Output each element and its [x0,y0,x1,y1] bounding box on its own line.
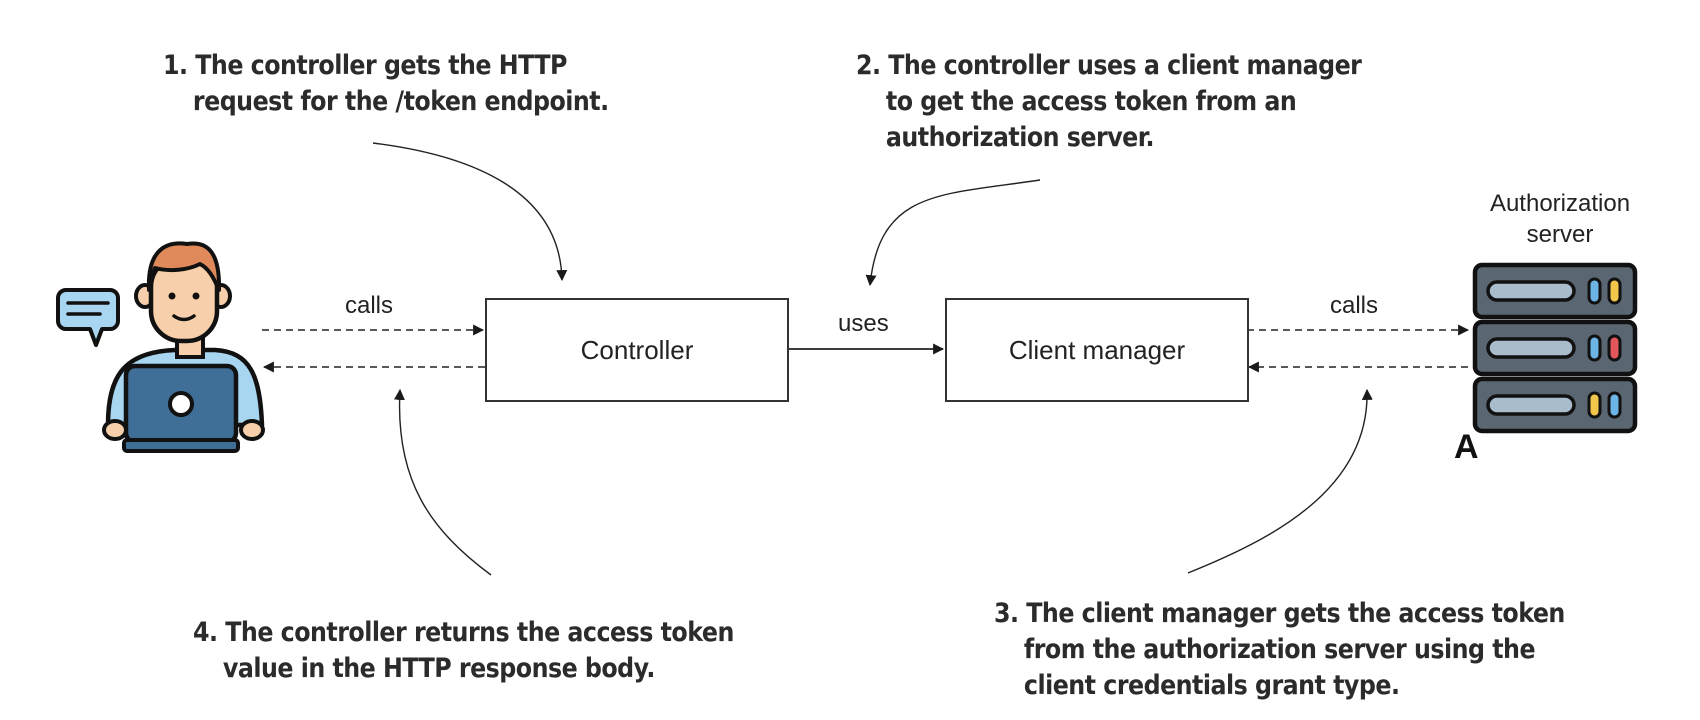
step-3-line-1: 3. The client manager gets the access to… [994,598,1565,629]
step-3-pointer [1187,388,1373,574]
step-4-note: 4. The controller returns the access tok… [193,615,734,687]
user-with-laptop-icon [102,241,265,453]
step-3-line-3: client credentials grant type. [1023,670,1400,701]
step-1-line-2: request for the /token endpoint. [192,86,609,117]
step-1-pointer [372,142,568,282]
authorization-server-label-line-1: Authorization [1489,190,1631,217]
server-rack-icon [1472,262,1638,434]
authorization-server-label-line-2: server [1526,221,1594,248]
step-2-pointer [865,179,1041,287]
step-1-line-1: 1. The controller gets the HTTP [163,50,567,81]
uses-label: uses [838,310,889,337]
step-4-line-2: value in the HTTP response body. [222,653,656,684]
step-2-note: 2. The controller uses a client manager … [856,48,1362,156]
chat-bubble-icon [56,288,120,347]
client-manager-box: Client manager [945,298,1249,402]
marker-a: A [1454,428,1479,466]
step-3-line-2: from the authorization server using the [1023,634,1536,665]
client-manager-label: Client manager [1008,334,1186,365]
controller-label: Controller [580,334,694,365]
calls-label-left: calls [345,292,394,319]
step-4-pointer [393,388,492,576]
authorization-server-label: Authorization server [1470,188,1650,250]
step-4-line-1: 4. The controller returns the access tok… [193,617,734,648]
step-2-line-3: authorization server. [885,122,1155,153]
calls-label-right: calls [1330,292,1379,319]
step-3-note: 3. The client manager gets the access to… [994,596,1565,704]
controller-box: Controller [485,298,789,402]
step-2-line-1: 2. The controller uses a client manager [856,50,1362,81]
step-2-line-2: to get the access token from an [885,86,1297,117]
step-1-note: 1. The controller gets the HTTP request … [163,48,609,120]
